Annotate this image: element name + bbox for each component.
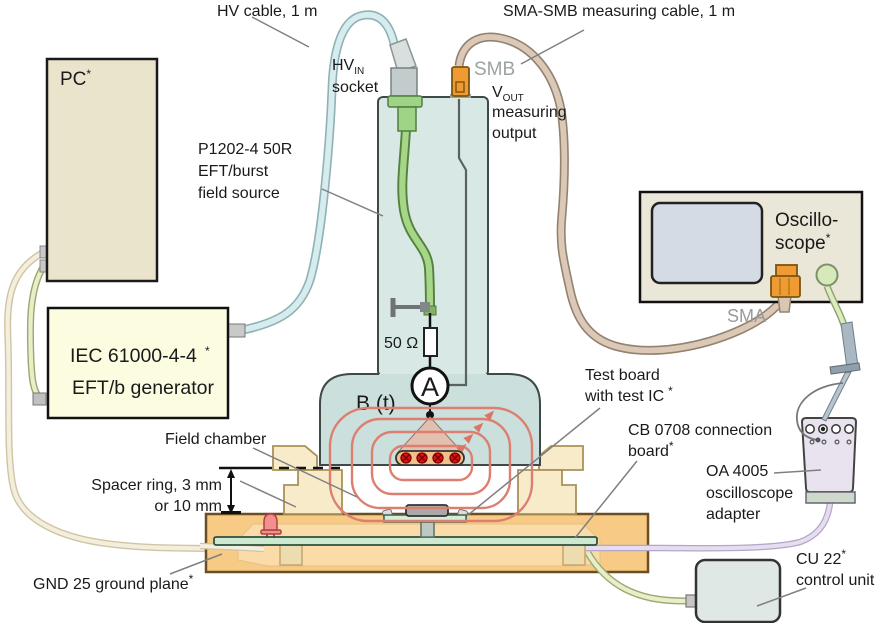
adapter-label-1: OA 4005: [706, 463, 768, 480]
led: [260, 513, 282, 538]
leader-connection-board: [574, 460, 638, 539]
field-label: B (t): [356, 392, 396, 415]
control-unit-label-2: control unit: [796, 572, 875, 589]
vout-label-line3: output: [492, 125, 537, 142]
sma-smb-cable-label: SMA-SMB measuring cable, 1 m: [503, 3, 735, 20]
smb-label: SMB: [474, 59, 515, 80]
plane-foot-right: [562, 542, 586, 566]
generator-label-line1: IEC 61000-4-4: [70, 345, 197, 367]
hv-cable-label: HV cable, 1 m: [217, 3, 317, 20]
hv-in-label: HVIN: [332, 57, 364, 77]
sma-connector: [770, 264, 801, 313]
pc-to-ground-cable: [4, 248, 265, 553]
resistor-50ohm: [423, 327, 438, 357]
plane-foot-left: [279, 542, 303, 566]
leader-test-board: [467, 407, 601, 516]
scope-label-line2: scope*: [775, 231, 831, 254]
spacer-label-2: or 10 mm: [154, 498, 222, 515]
vout-sense-wire: [449, 99, 468, 387]
scope-screen: [650, 201, 764, 285]
sma-smb-cable: [454, 32, 788, 355]
test-ic: [405, 504, 449, 517]
smb-connector: [450, 66, 471, 98]
vout-label-line2: measuring: [492, 104, 567, 121]
field-source-label-1: P1202-4 50R: [198, 141, 292, 158]
leader-field-chamber: [252, 447, 358, 498]
probe-ground-lead: [796, 382, 844, 441]
adapter-base: [805, 491, 856, 504]
board-support-post: [420, 521, 435, 538]
pc-to-generator-cable: [26, 264, 48, 402]
generator-port-left: [32, 392, 47, 406]
pc-label: PC*: [60, 67, 91, 90]
generator-asterisk: *: [205, 344, 210, 358]
hv-in-label-line2: socket: [332, 79, 379, 96]
leader-ground-plane: [169, 553, 223, 575]
green-plug: [397, 106, 417, 132]
resistor-label: 50 Ω: [384, 335, 418, 352]
ammeter-label: A: [421, 372, 439, 402]
generator-hv-output: [227, 323, 246, 338]
eft-generator-box: IEC 61000-4-4 * EFT/b generator: [32, 306, 246, 420]
adapter-holes-small: [809, 439, 852, 445]
scope-probe: [796, 321, 861, 443]
leader-adapter: [773, 469, 822, 474]
chamber-wall-right: [538, 445, 584, 471]
sma-label: SMA: [727, 306, 766, 326]
field-lines: [328, 406, 534, 523]
series-circuit: A: [410, 313, 450, 419]
field-source-label-3: field source: [198, 185, 280, 202]
spacer-dimension: [219, 466, 346, 514]
leader-field-source: [321, 188, 384, 217]
generator-label-line2: EFT/b generator: [72, 377, 214, 399]
connection-board-label-1: CB 0708 connection: [628, 422, 772, 439]
adapter-cable: [586, 502, 834, 552]
hv-cable: [242, 10, 400, 335]
vout-label: VOUT: [492, 84, 524, 104]
hv-in-connector: [387, 38, 423, 132]
oscilloscope-adapter: [800, 417, 858, 504]
spacer-label-1: Spacer ring, 3 mm: [91, 477, 222, 494]
leader-lines: [169, 16, 822, 607]
ground-symbol: [390, 298, 430, 317]
pc-box: PC*: [39, 57, 159, 283]
ground-plane-label: GND 25 ground plane*: [33, 572, 194, 593]
feed-node: [426, 411, 434, 419]
test-board-label-1: Test board: [585, 367, 660, 384]
leader-control-unit: [756, 587, 807, 607]
field-line-arrows: [456, 410, 495, 454]
coil-turns: [400, 452, 461, 464]
leader-spacer: [239, 480, 297, 508]
control-unit: [685, 558, 782, 623]
field-coil: [395, 450, 465, 466]
control-unit-cable: [584, 551, 687, 605]
leader-sma-smb: [520, 29, 585, 65]
field-source-label-2: EFT/burst: [198, 163, 269, 180]
control-unit-label-1: CU 22*: [796, 547, 846, 568]
green-flange: [387, 95, 423, 108]
adapter-label-3: adapter: [706, 506, 761, 523]
adapter-label-2: oscilloscope: [706, 485, 793, 502]
spacer-ring-left: [283, 469, 343, 515]
adapter-holes: [805, 424, 854, 434]
ground-cable-inside: [199, 542, 265, 553]
connection-board: [213, 536, 598, 546]
probe-contact: [820, 426, 826, 432]
connection-board-label-2: board*: [628, 439, 674, 460]
test-board-label-2: with test IC*: [584, 384, 673, 405]
field-chamber-label: Field chamber: [165, 431, 267, 448]
chamber-wall-left: [272, 445, 318, 471]
scope-label-line1: Oscillo-: [775, 210, 838, 231]
leader-hv-cable: [251, 16, 310, 48]
probe-tip: [821, 371, 852, 422]
